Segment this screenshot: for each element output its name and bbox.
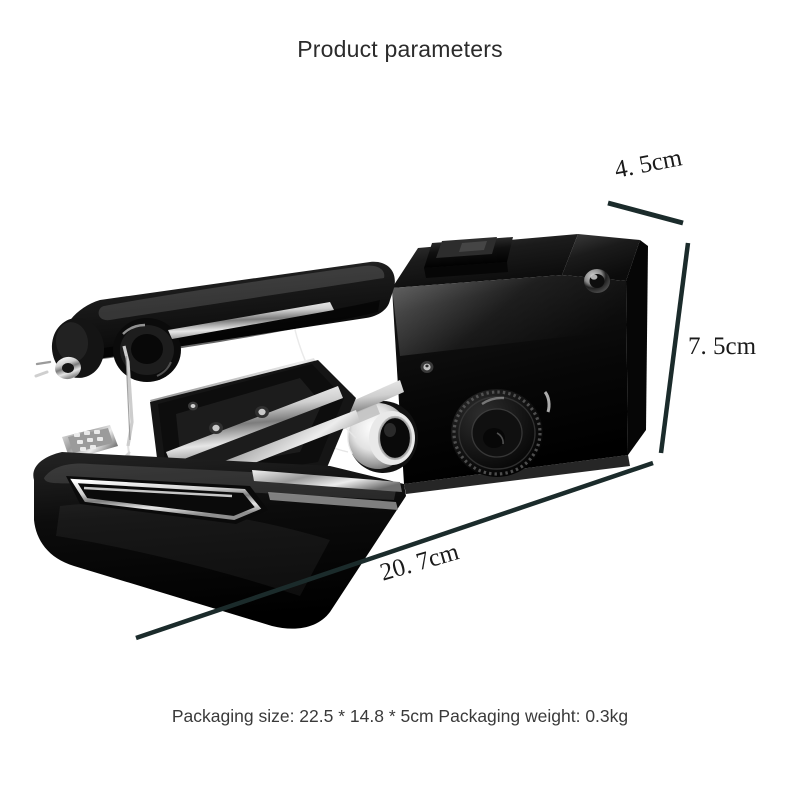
body-crease-highlight xyxy=(543,391,551,413)
body-sheen xyxy=(392,275,626,356)
packaging-note: Packaging size: 22.5 * 14.8 * 5cm Packag… xyxy=(171,706,629,726)
power-switch[interactable] xyxy=(424,237,513,278)
hand-wheel[interactable] xyxy=(451,389,543,477)
arm-cam-disc xyxy=(113,318,181,382)
page-title: Product parameters xyxy=(297,36,503,62)
machine-base xyxy=(33,452,406,629)
body-top-deck xyxy=(562,234,640,281)
body-right-edge xyxy=(626,240,648,455)
dimension-label-height: 7. 5cm xyxy=(688,333,757,360)
presser-foot xyxy=(62,425,118,460)
switch-highlight xyxy=(459,241,487,252)
switch-shadow xyxy=(424,262,508,278)
screw-port xyxy=(584,269,610,293)
face-screw xyxy=(420,361,434,373)
wheel-gloss xyxy=(481,396,505,406)
tension-knob[interactable] xyxy=(34,355,83,381)
machine-main-body xyxy=(392,234,648,494)
